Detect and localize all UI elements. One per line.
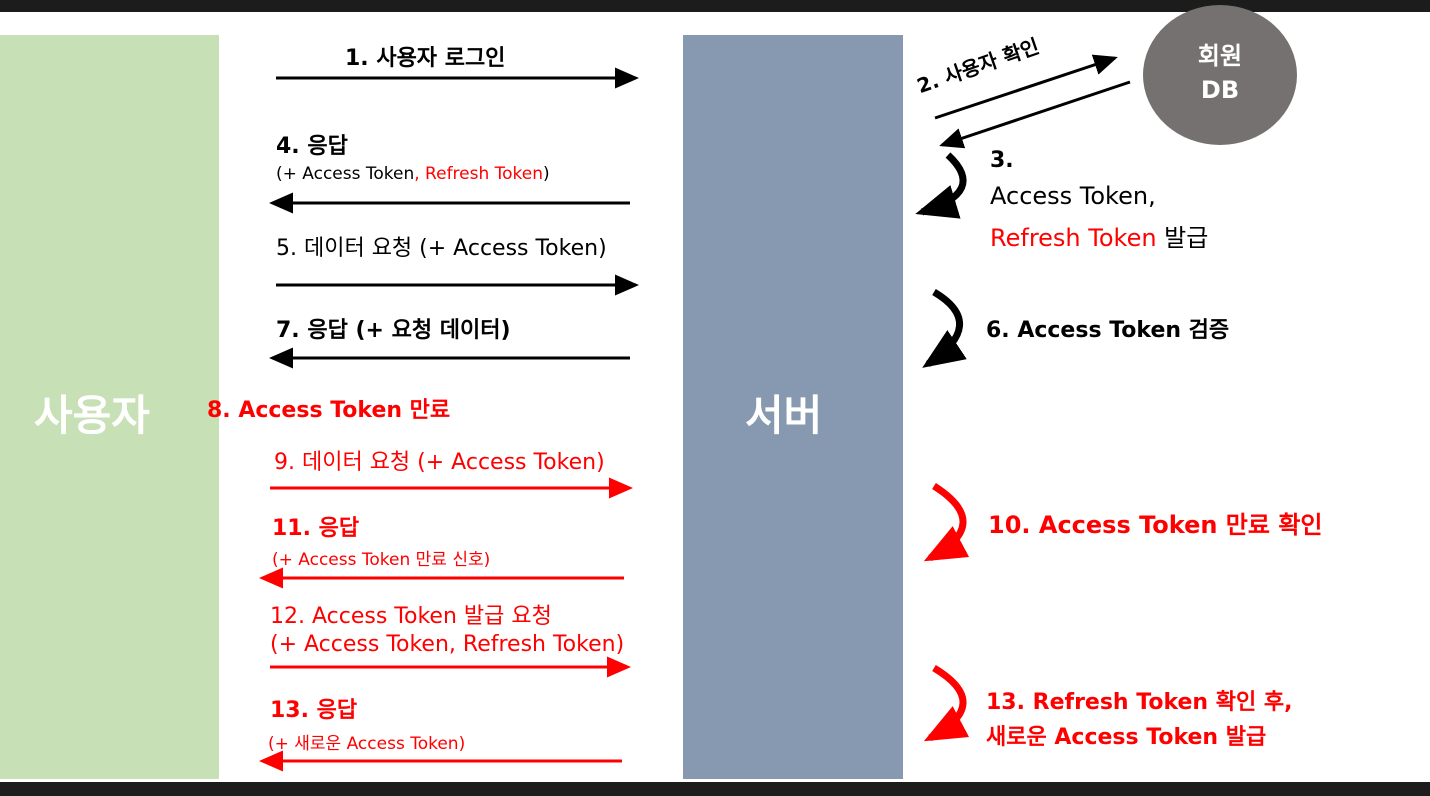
step-11-subtitle: (+ Access Token 만료 신호) (272, 550, 491, 570)
arrows-layer (259, 54, 1131, 772)
step-9-label: 9. 데이터 요청 (+ Access Token) (274, 450, 605, 475)
step-8-label: 8. Access Token 만료 (207, 398, 451, 423)
step-12-line2: (+ Access Token, Refresh Token) (270, 632, 625, 657)
curve-arrow-6 (922, 288, 967, 368)
step-13-server-line1: 13. Refresh Token 확인 후, (986, 690, 1293, 715)
server-lane (683, 35, 903, 779)
step-4-access-token: (+ Access Token (276, 164, 415, 184)
step-13-server-line2: 새로운 Access Token 발급 (986, 725, 1267, 750)
curve-arrow-3 (915, 152, 967, 219)
arrow-2-user-check (934, 54, 1118, 120)
member-db-label: 회원 DB (1143, 39, 1297, 107)
member-db-circle (1143, 5, 1297, 145)
step-6-label: 6. Access Token 검증 (986, 318, 1230, 343)
curve-arrow-10 (923, 483, 970, 562)
user-lane (0, 35, 219, 779)
step-4-subtitle: (+ Access Token, Refresh Token) (276, 164, 550, 184)
diagram-canvas: 사용자 서버 회원 DB (0, 5, 1430, 782)
server-label: 서버 (745, 391, 823, 440)
db-label-line1: 회원 (1197, 42, 1243, 70)
user-label: 사용자 (34, 391, 150, 440)
step-13-subtitle: (+ 새로운 Access Token) (268, 734, 466, 754)
step-4-refresh-token: , Refresh Token (414, 164, 544, 184)
step-3-line1: Access Token, (990, 182, 1156, 210)
step-4-title: 4. 응답 (276, 134, 348, 159)
step-3-number: 3. (990, 148, 1014, 173)
step-5-label: 5. 데이터 요청 (+ Access Token) (276, 236, 607, 261)
curve-arrow-13 (923, 664, 970, 742)
step-12-line1: 12. Access Token 발급 요청 (270, 604, 552, 629)
step-13-title: 13. 응답 (270, 698, 358, 723)
step-3-refresh-token: Refresh Token (990, 224, 1157, 252)
step-10-label: 10. Access Token 만료 확인 (988, 511, 1323, 539)
step-3-line2: Refresh Token 발급 (990, 218, 1208, 253)
arrow-db-return (939, 80, 1131, 149)
db-label-line2: DB (1200, 76, 1240, 104)
step-7-label: 7. 응답 (+ 요청 데이터) (276, 318, 511, 343)
step-11-title: 11. 응답 (272, 516, 360, 541)
step-1-label: 1. 사용자 로그인 (345, 46, 506, 71)
step-3-issue: 발급 (1156, 224, 1209, 252)
step-4-close-paren: ) (543, 164, 550, 184)
